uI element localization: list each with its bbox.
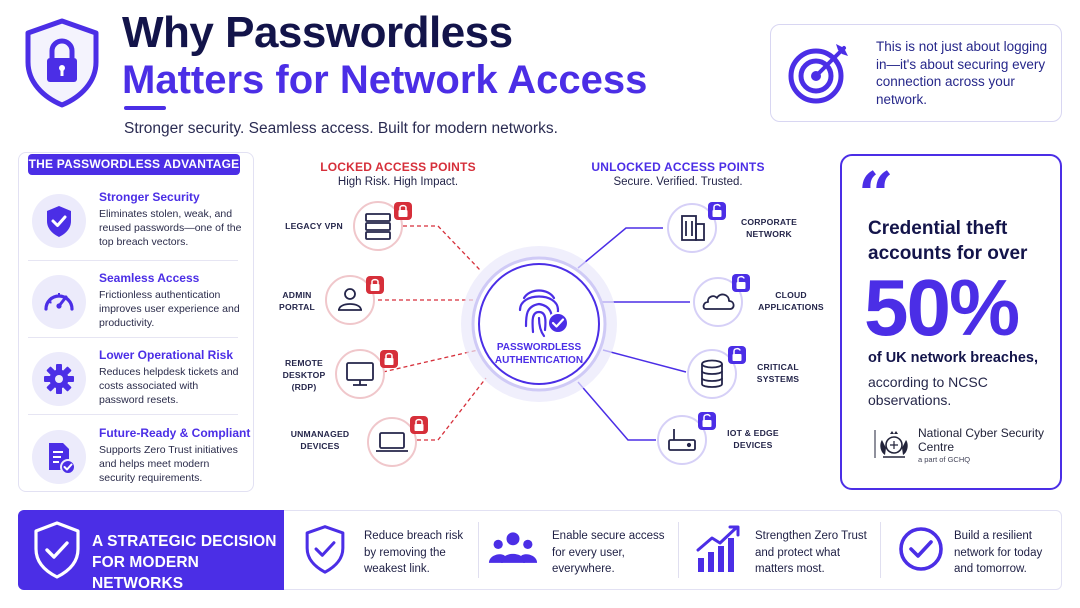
title-underline [124,106,166,110]
advantage-desc: Supports Zero Trust initiatives and help… [99,444,238,485]
org-name: National Cyber Security Centre [918,426,1045,454]
advantage-title: Seamless Access [99,271,200,285]
icon-circle [32,275,86,329]
locked-node-devices [367,416,428,467]
page-title-line1: Why Passwordless [122,8,513,57]
node-label-devices: UNMANAGED DEVICES [290,429,350,451]
lock-badge-icon [380,350,398,368]
advantage-desc: Frictionless authentication improves use… [99,289,240,330]
page-title-line2: Matters for Network Access [122,58,648,102]
advantage-title: Future-Ready & Compliant [99,426,251,440]
check-circle-icon [899,527,943,571]
server-icon [365,213,391,240]
advantage-item-access: Seamless Access Frictionless authenticat… [28,271,242,345]
speedometer-icon [44,293,74,311]
lock-badge-icon [394,202,412,220]
locked-subheading: High Risk. High Impact. [337,176,459,188]
divider [28,414,238,415]
database-icon [701,359,723,388]
node-label-admin: ADMIN PORTAL [279,290,315,312]
gear-icon [44,364,74,394]
bottom-item-text: Reduce breach risk by removing the weake… [364,530,464,575]
stat-panel [840,154,1062,490]
cloud-icon [702,293,735,310]
quote-mark-icon: “ [858,158,894,231]
stat-lead: Credential theft accounts for over [868,218,1028,264]
node-label-iot: IOT & EDGE DEVICES [727,428,779,450]
icon-circle [32,352,86,406]
unlocked-node-corporate [667,202,726,253]
node-label-corporate: CORPORATE NETWORK [740,217,798,239]
hub-label: PASSWORDLESS AUTHENTICATION [479,341,599,367]
advantage-desc: Eliminates stolen, weak, and reused pass… [99,208,242,249]
unlock-badge-icon [708,202,726,220]
callout-text: This is not just about logging in—it's a… [876,39,1048,107]
shield-lock-icon [25,18,99,108]
unlock-badge-icon [732,274,750,292]
divider [478,522,479,578]
icon-circle [32,194,86,248]
org-subtitle: a part of GCHQ [918,455,971,464]
user-icon [338,288,362,311]
hub-label-line2: AUTHENTICATION [494,355,584,366]
advantage-title: Stronger Security [99,190,200,204]
access-diagram: LOCKED ACCESS POINTS High Risk. High Imp… [258,150,836,480]
growth-chart-icon [696,525,740,572]
locked-heading: LOCKED ACCESS POINTS [320,160,476,174]
divider [28,260,238,261]
monitor-icon [346,362,374,386]
verified-check-icon [547,312,569,334]
stat-context: of UK network breaches, [868,350,1039,366]
unlocked-node-critical [687,346,746,399]
laptop-icon [376,432,408,452]
stat-source: according to NCSC observations. [868,374,988,408]
crest-logo-icon [874,430,908,458]
locked-node-admin [325,275,384,325]
unlocked-node-iot [657,412,716,465]
shield-check-icon [47,206,71,237]
node-label-vpn: LEGACY VPN [285,221,343,231]
advantage-badge: THE PASSWORDLESS ADVANTAGE [28,154,240,175]
advantage-item-risk: Lower Operational Risk Reduces helpdesk … [28,348,242,422]
lock-badge-icon [366,276,384,294]
unlocked-node-cloud [693,274,750,327]
building-icon [681,215,705,241]
divider [28,337,238,338]
advantage-title: Lower Operational Risk [99,348,234,362]
bottom-item-text: Build a resilient network for today and … [954,530,1043,575]
advantage-desc: Reduces helpdesk tickets and costs assoc… [99,366,239,407]
lock-badge-icon [410,416,428,434]
users-icon [488,532,538,563]
bottom-item-text: Strengthen Zero Trust and protect what m… [755,530,867,575]
node-label-critical: CRITICAL SYSTEMS [756,362,800,384]
router-icon [668,429,696,451]
shield-check-icon [305,525,345,574]
locked-node-vpn [353,201,412,251]
unlock-badge-icon [728,346,746,364]
document-check-icon [49,443,76,475]
divider [678,522,679,578]
advantage-item-compliant: Future-Ready & Compliant Supports Zero T… [28,426,250,500]
target-icon [788,44,848,104]
bottom-item-text: Enable secure access for every user, eve… [552,530,665,575]
icon-circle [32,430,86,484]
node-label-rdp: REMOTE DESKTOP (RDP) [282,358,326,392]
unlock-badge-icon [698,412,716,430]
diagram-graphics [325,201,750,467]
unlocked-subheading: Secure. Verified. Trusted. [613,176,743,188]
shield-check-icon [34,521,80,579]
hub-label-line1: PASSWORDLESS [496,342,582,353]
locked-node-rdp [335,349,398,399]
advantage-item-security: Stronger Security Eliminates stolen, wea… [28,190,242,264]
stat-value: 50% [864,263,1020,352]
divider [880,522,881,578]
tagline: Stronger security. Seamless access. Buil… [124,120,558,137]
unlocked-heading: UNLOCKED ACCESS POINTS [591,160,765,174]
bottom-lead-text: A STRATEGIC DECISION FOR MODERN NETWORKS [92,533,277,592]
node-label-cloud: CLOUD APPLICATIONS [758,290,824,312]
